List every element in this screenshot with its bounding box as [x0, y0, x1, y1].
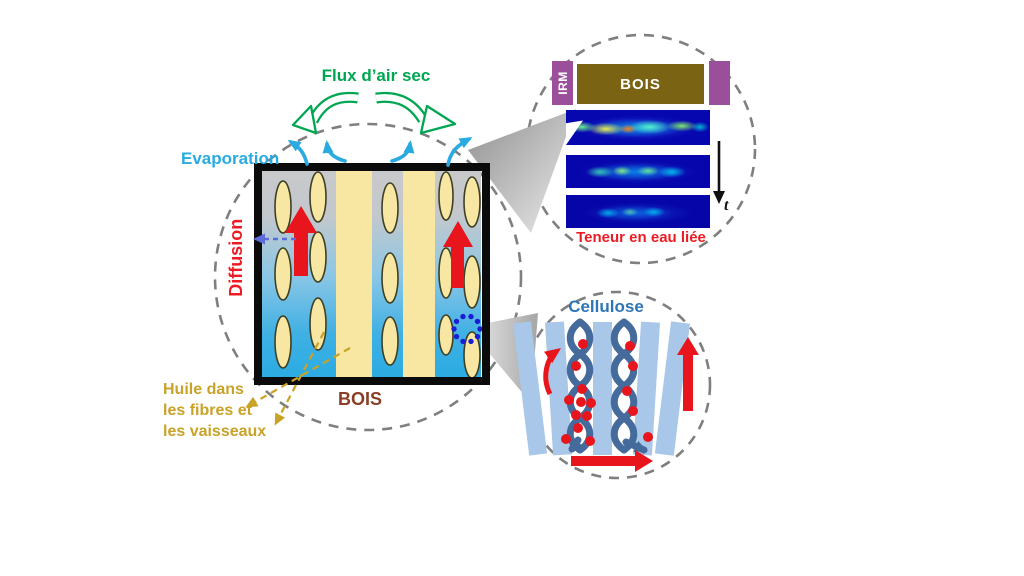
mri-image-t1	[566, 110, 710, 145]
air-flow-label: Flux d’air sec	[321, 66, 431, 85]
wood-sample-bar: BOIS	[577, 64, 704, 104]
oil-vessel-strip	[336, 169, 372, 381]
water-molecules	[561, 339, 653, 446]
oil-vessel-strip	[403, 169, 435, 381]
lateral-flow-arrow	[571, 450, 653, 472]
mri-scanner-bar-right	[709, 61, 730, 105]
mri-scanner-bar: IRM	[552, 61, 573, 105]
wood-sample-bar-label: BOIS	[620, 75, 661, 93]
wood-label: BOIS	[337, 389, 382, 409]
oil-label-line2: les fibres et	[163, 402, 252, 419]
mri-image-t3	[566, 195, 710, 228]
upward-flow-arrow	[677, 337, 699, 411]
wood-sample-box	[254, 163, 490, 385]
cellulose-inset	[513, 318, 699, 472]
callout-wedge-to-mri	[468, 109, 576, 233]
bound-water-label: Teneur en eau liée	[576, 229, 706, 246]
oil-in-fibers-label: Huile dans les fibres et les vaisseaux	[163, 379, 266, 442]
capillary-rise-arrow	[285, 206, 317, 276]
evaporation-arrows	[287, 137, 473, 167]
bound-water-spot	[451, 313, 483, 345]
mri-dashed-circle	[525, 33, 757, 265]
mri-scanner-label: IRM	[555, 71, 570, 95]
oil-label-line1: Huile dans	[163, 381, 244, 398]
oil-pointer-arrows	[245, 331, 351, 426]
diffusion-label: Diffusion	[226, 218, 247, 297]
cellulose-strips	[513, 321, 690, 456]
oil-label-line3: les vaisseaux	[163, 423, 267, 440]
dry-air-flow-arrows	[291, 91, 457, 135]
wood-box-border	[254, 163, 490, 385]
rotation-arrow	[543, 348, 562, 396]
evaporation-label: Evaporation	[181, 149, 280, 168]
main-dashed-circle	[213, 122, 523, 432]
mri-image-t2	[566, 155, 710, 188]
capillary-rise-arrow	[443, 221, 473, 288]
time-label: t	[724, 197, 729, 214]
cellulose-label: Cellulose	[568, 297, 644, 316]
